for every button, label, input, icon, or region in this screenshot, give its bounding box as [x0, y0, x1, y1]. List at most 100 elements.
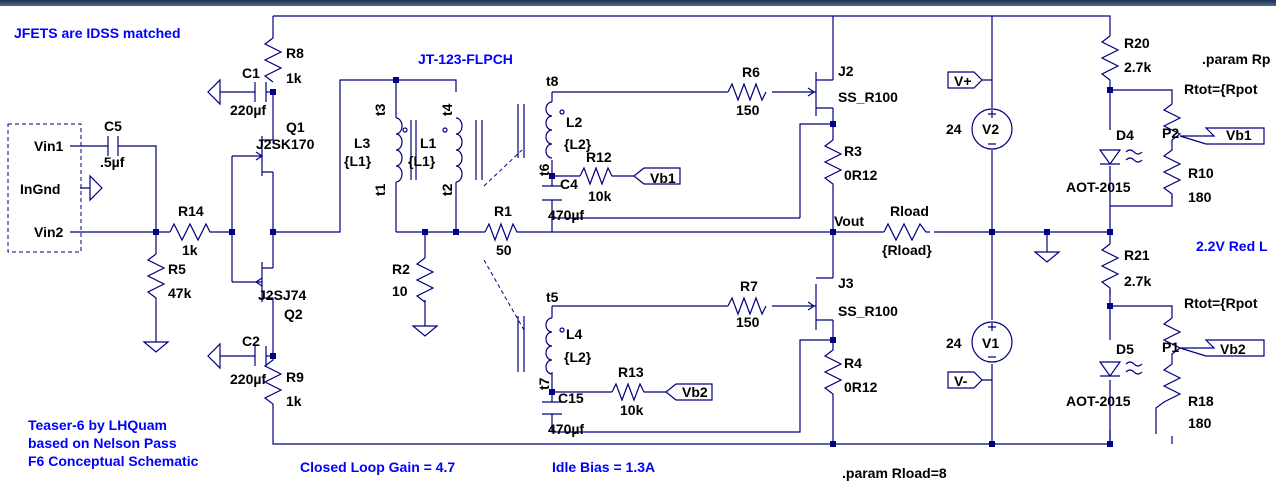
- resistor-r3-symbol: [823, 139, 843, 190]
- j3-value: SS_R100: [838, 303, 898, 319]
- led-d5-symbol: [1098, 361, 1143, 378]
- q2-name: Q2: [284, 306, 303, 322]
- vb2-flag-right-shape: [1179, 339, 1265, 357]
- ground-r2-symbol: [411, 325, 439, 337]
- d4-name: D4: [1116, 127, 1134, 143]
- r4-name: R4: [844, 355, 862, 371]
- led-d4-symbol: [1098, 149, 1143, 166]
- voltage-source-v2-symbol: [971, 108, 1013, 150]
- r8-name: R8: [286, 45, 304, 61]
- ground-r5-symbol: [142, 341, 170, 353]
- r2-name: R2: [392, 261, 410, 277]
- r14-name: R14: [178, 203, 204, 219]
- q1-value: J2SK170: [256, 136, 315, 152]
- r4-value: 0R12: [844, 379, 878, 395]
- r6-value: 150: [736, 102, 760, 118]
- r10-name: R10: [1188, 165, 1214, 181]
- inductor-l3-symbol: [395, 117, 408, 183]
- l1-name: L1: [420, 135, 437, 151]
- c4-name: C4: [560, 176, 578, 192]
- resistor-r7-symbol: [727, 296, 767, 316]
- header-note: JFETS are IDSS matched: [14, 25, 181, 41]
- r21-value: 2.7k: [1124, 273, 1151, 289]
- c1-value: 220µf: [230, 102, 266, 118]
- rload-name: Rload: [890, 203, 929, 219]
- capacitor-c15-symbol: [542, 401, 562, 415]
- r5-name: R5: [168, 261, 186, 277]
- capacitor-c4-symbol: [542, 185, 562, 201]
- r18-value: 180: [1188, 415, 1212, 431]
- jfet-q2-symbol: [254, 262, 273, 302]
- transformer-core-1: [410, 120, 483, 180]
- j2-value: SS_R100: [838, 89, 898, 105]
- c15-value: 470µf: [548, 421, 584, 437]
- c4-value: 470µf: [548, 207, 584, 223]
- credit-line-2: based on Nelson Pass: [28, 435, 177, 451]
- c5-value: .5µf: [100, 154, 125, 170]
- resistor-r20-symbol: [1100, 35, 1120, 81]
- resistor-r6-symbol: [727, 82, 767, 102]
- r13-name: R13: [618, 364, 644, 380]
- vplus-flag-label: V+: [954, 73, 972, 89]
- r7-name: R7: [740, 278, 758, 294]
- rtot-bottom: Rtot={Rpot: [1184, 295, 1258, 311]
- vb1-flag-shape: [633, 167, 681, 185]
- p1-name: P1: [1162, 339, 1179, 355]
- vb2-flag-shape: [665, 383, 713, 401]
- rload-value: {Rload}: [882, 242, 932, 258]
- gain-note: Closed Loop Gain = 4.7: [300, 459, 455, 475]
- vb2-right-label: Vb2: [1220, 341, 1246, 357]
- d5-name: D5: [1116, 341, 1134, 357]
- capacitor-c1-symbol: [207, 78, 267, 106]
- resistor-r13-symbol: [611, 382, 650, 402]
- d5-value: AOT-2015: [1066, 393, 1131, 409]
- transformer-label: JT-123-FLPCH: [418, 51, 513, 67]
- l2-name: L2: [566, 114, 583, 130]
- resistor-rload-symbol: [883, 222, 930, 242]
- pin-t3: t3: [372, 103, 388, 116]
- jfet-j2-symbol: [806, 72, 833, 116]
- pin-t7: t7: [536, 377, 552, 390]
- d4-value: AOT-2015: [1066, 179, 1131, 195]
- v1-name: V1: [982, 335, 999, 351]
- r13-value: 10k: [620, 402, 644, 418]
- r10-value: 180: [1188, 189, 1212, 205]
- resistor-r14-symbol: [169, 222, 212, 242]
- voltage-source-v1-symbol: [971, 321, 1013, 363]
- r8-value: 1k: [286, 70, 302, 86]
- v2-name: V2: [982, 121, 999, 137]
- r1-value: 50: [496, 242, 512, 258]
- l2-value: {L2}: [564, 136, 592, 152]
- vb1-flag-right-shape: [1179, 127, 1265, 145]
- r21-name: R21: [1124, 247, 1150, 263]
- resistor-r1-symbol: [484, 222, 520, 242]
- vminus-flag-label: V-: [954, 373, 968, 389]
- pin-t1: t1: [372, 183, 388, 196]
- vb1-right-label: Vb1: [1226, 127, 1252, 143]
- r9-name: R9: [286, 369, 304, 385]
- resistor-p2-symbol: [1162, 103, 1182, 146]
- resistor-r10-symbol: [1162, 146, 1182, 198]
- r3-value: 0R12: [844, 167, 878, 183]
- c2-value: 220µf: [230, 371, 266, 387]
- r2-value: 10: [392, 283, 408, 299]
- inductor-l4-symbol: [517, 316, 565, 375]
- credit-line-1: Teaser-6 by LHQuam: [28, 417, 167, 433]
- r14-value: 1k: [182, 242, 198, 258]
- j3-name: J3: [838, 275, 854, 291]
- r20-name: R20: [1124, 35, 1150, 51]
- jfet-q1-symbol: [255, 136, 273, 176]
- jfet-j3-symbol: [806, 277, 833, 330]
- l4-name: L4: [566, 326, 583, 342]
- r12-name: R12: [586, 149, 612, 165]
- c1-name: C1: [242, 65, 260, 81]
- v1-value: 24: [946, 335, 962, 351]
- ingnd-label: InGnd: [20, 181, 60, 197]
- vb2-flag-label: Vb2: [682, 384, 708, 400]
- inductor-l1-symbol: [442, 117, 463, 183]
- led-note: 2.2V Red L: [1196, 238, 1268, 254]
- r3-name: R3: [844, 143, 862, 159]
- pin-t4: t4: [439, 103, 455, 116]
